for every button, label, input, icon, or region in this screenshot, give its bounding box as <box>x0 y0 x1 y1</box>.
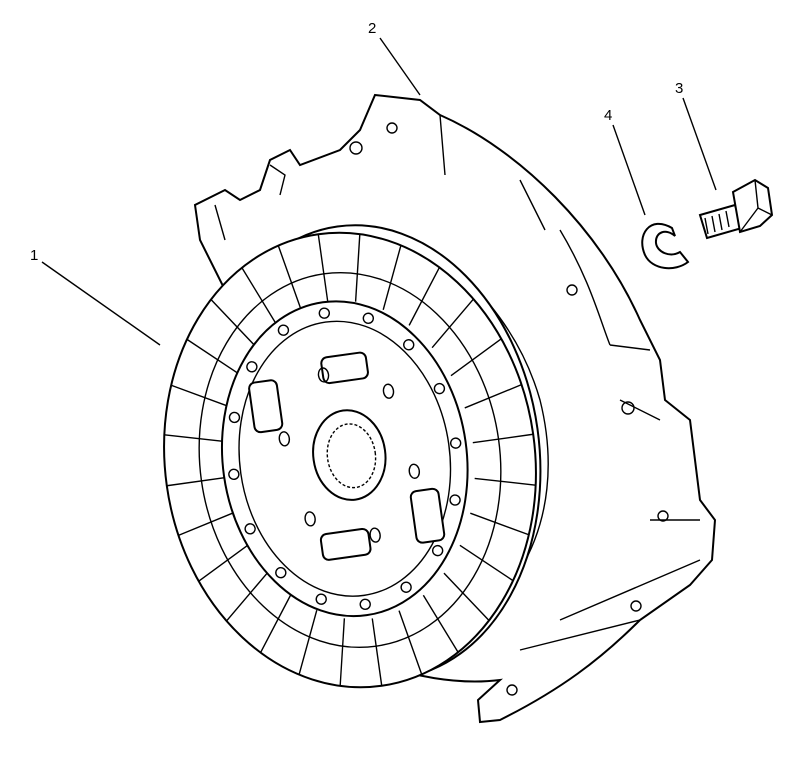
rivet <box>244 523 256 535</box>
rivet <box>228 468 240 481</box>
friction-segment-divider <box>431 298 474 349</box>
rivet <box>431 544 444 557</box>
friction-segment-divider <box>459 544 514 582</box>
rivet <box>359 598 371 610</box>
rivet <box>433 382 446 395</box>
hub-hole <box>382 383 395 399</box>
bolt <box>698 178 774 240</box>
callout-2: 2 <box>368 20 376 37</box>
hub-hole <box>408 463 421 479</box>
friction-segment-divider <box>226 571 269 622</box>
rivet <box>400 581 412 593</box>
callout-4: 4 <box>604 107 612 124</box>
friction-segment-divider <box>450 338 502 377</box>
friction-segment-divider <box>170 384 230 408</box>
rivet <box>403 339 415 351</box>
friction-segment-divider <box>354 234 361 302</box>
friction-segment-divider <box>259 594 292 653</box>
lock-washer <box>641 222 690 270</box>
leader-line-4 <box>612 124 646 216</box>
friction-segment-divider <box>198 543 250 582</box>
rivet <box>362 312 375 324</box>
friction-segment-divider <box>164 434 226 443</box>
hub-hole <box>317 367 330 383</box>
friction-segment-divider <box>186 338 241 376</box>
friction-segment-divider <box>371 618 383 686</box>
damper-springs <box>248 351 446 561</box>
rivet <box>449 437 462 449</box>
callout-3: 3 <box>675 80 683 97</box>
friction-segment-divider <box>166 476 228 487</box>
leader-line-1 <box>41 261 161 346</box>
friction-segment-divider <box>178 511 236 536</box>
friction-segment-divider <box>277 245 302 310</box>
rivet <box>275 566 287 579</box>
friction-segment-divider <box>298 610 318 675</box>
friction-segment-divider <box>474 477 536 486</box>
rivet <box>246 361 258 373</box>
friction-segment-divider <box>210 299 257 348</box>
hub-hole <box>369 527 381 543</box>
hub-hole <box>278 431 291 447</box>
friction-segment-divider <box>339 618 346 686</box>
friction-segment-divider <box>422 594 459 653</box>
friction-segment-divider <box>408 267 441 326</box>
rivet <box>277 324 290 336</box>
leader-lines <box>41 37 717 346</box>
hub-rivets <box>228 307 462 610</box>
friction-segment-divider <box>241 267 278 326</box>
friction-segments <box>164 234 536 686</box>
clutch-disc <box>163 224 542 689</box>
friction-segment-divider <box>470 512 530 536</box>
friction-segment-divider <box>464 384 522 409</box>
rivet <box>228 411 241 424</box>
friction-segment-divider <box>443 572 490 621</box>
friction-segment-divider <box>398 610 423 675</box>
callout-1: 1 <box>30 247 38 264</box>
leader-line-2 <box>379 37 421 96</box>
friction-segment-divider <box>382 245 402 310</box>
friction-segment-divider <box>317 234 329 302</box>
hub-hole <box>304 511 316 527</box>
spline-hub <box>326 423 377 489</box>
rivet <box>315 593 327 605</box>
rivet <box>449 494 461 506</box>
rivet <box>318 307 331 319</box>
leader-line-3 <box>682 97 717 191</box>
friction-segment-divider <box>472 433 534 444</box>
